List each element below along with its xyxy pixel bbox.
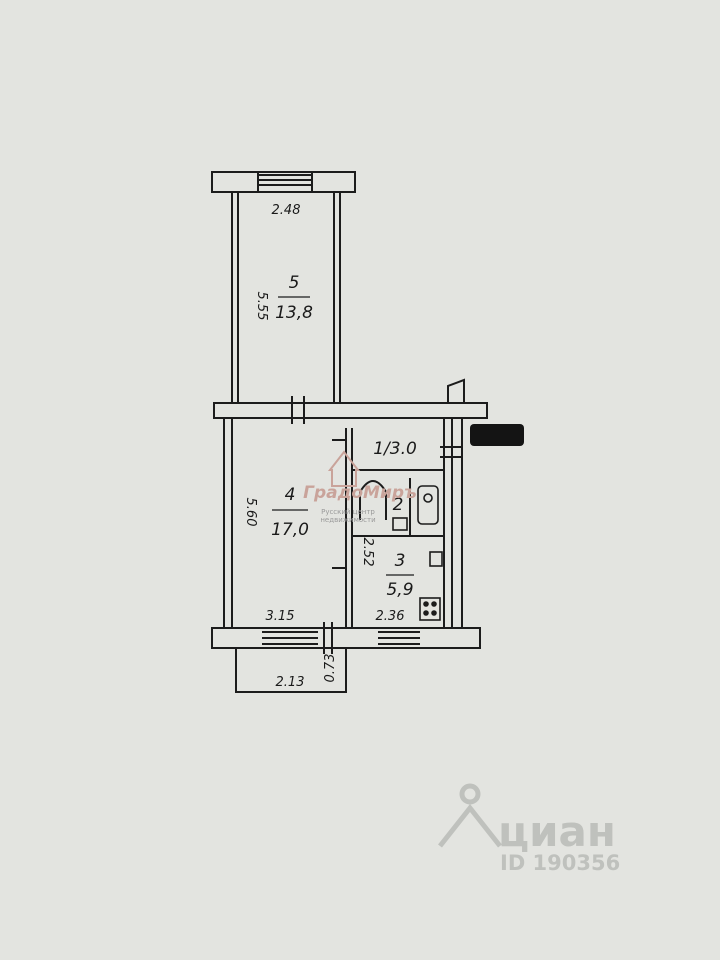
dim-room5-width: 2.48 xyxy=(272,203,301,218)
redacted-box xyxy=(470,424,524,446)
dim-kitchen-width: 2.36 xyxy=(376,609,405,624)
dim-balcony-depth: 0.73 xyxy=(323,654,338,683)
room-5-label: 5 13,8 xyxy=(275,273,313,323)
dim-room5-length: 5.55 xyxy=(254,292,269,321)
room-3-label: 3 5,9 xyxy=(386,551,414,600)
svg-text:недвижимости: недвижимости xyxy=(320,516,375,524)
dim-room4-length: 5.60 xyxy=(243,498,258,527)
bath-fixture xyxy=(417,485,439,525)
room-1-label: 1/3.0 xyxy=(373,439,417,459)
drain-icon xyxy=(423,493,433,503)
cian-watermark: циан ID 190356 xyxy=(438,783,620,875)
svg-text:Русский центр: Русский центр xyxy=(321,508,375,516)
toilet-fixture xyxy=(392,517,408,531)
svg-text:17,0: 17,0 xyxy=(271,520,309,540)
dim-room4-width: 3.15 xyxy=(266,609,295,624)
svg-text:ГрадоМиръ: ГрадоМиръ xyxy=(303,483,417,503)
walls xyxy=(211,171,488,693)
svg-text:13,8: 13,8 xyxy=(275,303,313,323)
svg-text:5,9: 5,9 xyxy=(386,580,413,600)
svg-text:3: 3 xyxy=(395,551,406,571)
location-pin-icon xyxy=(438,783,502,848)
svg-text:циан: циан xyxy=(498,807,616,856)
room-2-label: 2 xyxy=(393,495,404,515)
balcony xyxy=(235,648,347,693)
kitchen-sink-fixture xyxy=(429,551,443,567)
svg-text:4: 4 xyxy=(285,485,296,505)
room-4-label: 4 17,0 xyxy=(271,485,309,540)
window-top xyxy=(257,172,313,192)
dim-balcony-width: 2.13 xyxy=(276,675,305,690)
agency-watermark: ГрадоМиръ Русский центр недвижимости xyxy=(303,450,417,524)
window-bottom-right xyxy=(378,631,420,645)
agency-logo-icon xyxy=(327,450,361,487)
stove-fixture xyxy=(419,597,441,621)
fixtures xyxy=(392,485,443,621)
window-bottom-left xyxy=(262,631,318,645)
svg-text:5: 5 xyxy=(289,273,300,293)
svg-text:ID 190356: ID 190356 xyxy=(500,851,620,875)
dim-kitchen-length: 2.52 xyxy=(360,538,375,567)
